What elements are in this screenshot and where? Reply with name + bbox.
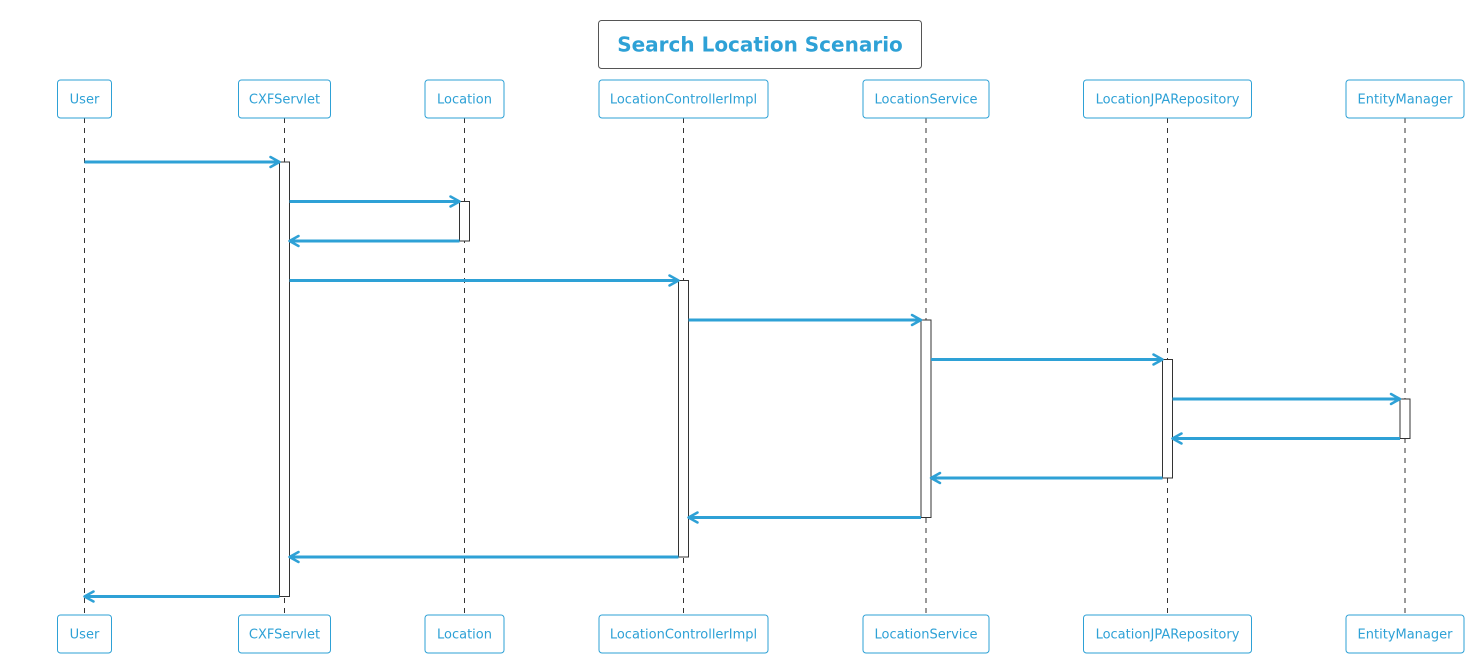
participant-box bbox=[424, 614, 505, 654]
message-arrow bbox=[931, 353, 1164, 366]
participant-box bbox=[862, 79, 990, 119]
message-arrow bbox=[288, 550, 679, 564]
activation-bar-locationservice bbox=[920, 319, 932, 518]
arrow-head-icon bbox=[687, 511, 699, 524]
message-arrow bbox=[83, 590, 280, 603]
activation-bar-entitymanager bbox=[1399, 398, 1411, 439]
arrow-head-icon bbox=[269, 155, 281, 169]
title-box bbox=[598, 20, 922, 69]
messages-layer bbox=[83, 155, 1402, 603]
participant-label: LocationService bbox=[874, 93, 977, 108]
participant-box bbox=[238, 614, 331, 654]
message-arrow bbox=[288, 234, 460, 248]
participant-label: LocationJPARepository bbox=[1096, 628, 1240, 643]
participant-box bbox=[424, 79, 505, 119]
participant-locationservice-top: LocationService bbox=[862, 79, 990, 119]
participant-box bbox=[1083, 79, 1252, 119]
participant-location-top: Location bbox=[424, 79, 505, 119]
participant-cxfservlet-top: CXFServlet bbox=[238, 79, 331, 119]
message-arrow bbox=[1171, 432, 1400, 445]
message-arrow bbox=[289, 195, 461, 208]
arrow-head-icon bbox=[288, 550, 300, 564]
participant-entitymanager-top: EntityManager bbox=[1345, 79, 1465, 119]
participant-label: CXFServlet bbox=[249, 628, 320, 643]
participant-box bbox=[598, 79, 769, 119]
arrow-head-icon bbox=[1389, 392, 1402, 406]
arrow-head-icon bbox=[288, 234, 300, 248]
participant-locationservice-bottom: LocationService bbox=[862, 614, 990, 654]
participant-locationcontrollerimpl-top: LocationControllerImpl bbox=[598, 79, 769, 119]
participant-label: Location bbox=[437, 628, 492, 643]
participant-user-top: User bbox=[57, 79, 112, 119]
message-arrow bbox=[688, 313, 923, 327]
participant-label: LocationJPARepository bbox=[1096, 93, 1240, 108]
participant-label: LocationService bbox=[874, 628, 977, 643]
participant-label: CXFServlet bbox=[249, 93, 320, 108]
diagram-title: Search Location Scenario bbox=[617, 33, 903, 57]
message-arrow bbox=[289, 274, 680, 287]
participant-label: LocationControllerImpl bbox=[610, 628, 757, 643]
participant-location-bottom: Location bbox=[424, 614, 505, 654]
participant-user-bottom: User bbox=[57, 614, 112, 654]
title-group: Search Location Scenario bbox=[598, 20, 922, 69]
activation-bar-locationcontrollerimpl bbox=[678, 280, 689, 558]
arrow-head-icon bbox=[1152, 353, 1164, 366]
activation-bar-cxfservlet bbox=[279, 161, 290, 597]
participant-label: Location bbox=[437, 93, 492, 108]
participant-cxfservlet-bottom: CXFServlet bbox=[238, 614, 331, 654]
message-arrow bbox=[929, 471, 1163, 485]
participant-label: User bbox=[70, 93, 100, 108]
participant-box bbox=[57, 614, 112, 654]
participant-box bbox=[57, 79, 112, 119]
participants-top-layer: User CXFServlet Location LocationController… bbox=[57, 79, 1465, 119]
arrow-head-icon bbox=[668, 274, 680, 287]
activation-bar-locationjparepository bbox=[1162, 359, 1173, 479]
participants-bottom-layer: User CXFServlet Location LocationController… bbox=[57, 614, 1465, 654]
participant-label: User bbox=[70, 628, 100, 643]
participant-box bbox=[598, 614, 769, 654]
message-arrow bbox=[1172, 392, 1402, 406]
participant-box bbox=[1083, 614, 1252, 654]
participant-locationjparepository-bottom: LocationJPARepository bbox=[1083, 614, 1252, 654]
participant-locationjparepository-top: LocationJPARepository bbox=[1083, 79, 1252, 119]
arrow-head-icon bbox=[449, 195, 461, 208]
arrow-head-icon bbox=[83, 590, 95, 603]
participant-box bbox=[1345, 614, 1465, 654]
participant-label: EntityManager bbox=[1358, 93, 1454, 108]
activations-layer bbox=[279, 161, 1411, 597]
arrow-head-icon bbox=[929, 471, 942, 485]
message-arrow bbox=[84, 155, 281, 169]
participant-label: LocationControllerImpl bbox=[610, 93, 757, 108]
participant-entitymanager-bottom: EntityManager bbox=[1345, 614, 1465, 654]
arrow-head-icon bbox=[1171, 432, 1183, 445]
participant-box bbox=[862, 614, 990, 654]
participant-box bbox=[238, 79, 331, 119]
participant-label: EntityManager bbox=[1358, 628, 1454, 643]
participant-locationcontrollerimpl-bottom: LocationControllerImpl bbox=[598, 614, 769, 654]
message-arrow bbox=[687, 511, 921, 524]
arrow-head-icon bbox=[910, 313, 923, 327]
participant-box bbox=[1345, 79, 1465, 119]
activation-bar-location bbox=[459, 201, 470, 242]
